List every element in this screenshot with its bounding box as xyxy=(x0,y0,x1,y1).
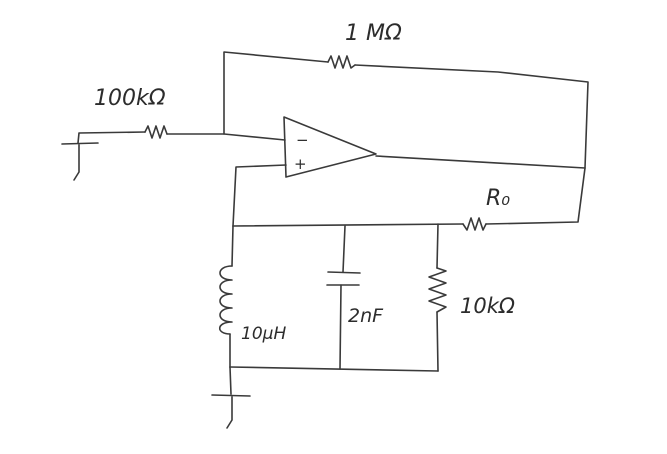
capacitor-label: 2nF xyxy=(348,305,384,327)
input-resistor-label: 100kΩ xyxy=(94,86,166,111)
opamp-inverting-symbol: − xyxy=(296,131,309,149)
tank-resistor-label: 10kΩ xyxy=(460,294,515,318)
capacitor-plates xyxy=(326,271,361,286)
inductor-wire xyxy=(229,225,234,368)
r0-resistor xyxy=(462,217,487,231)
tank-bottom-bus xyxy=(229,366,439,372)
feedback-resistor xyxy=(327,55,356,69)
opamp-noninverting-symbol: + xyxy=(294,155,307,173)
capacitor-wire xyxy=(339,225,346,370)
ground-icon xyxy=(211,366,251,429)
tank-top-bus xyxy=(232,223,464,227)
inductor-coil xyxy=(218,265,233,335)
output-wire xyxy=(375,155,586,225)
noninverting-wire xyxy=(232,164,287,227)
input-wire xyxy=(77,131,286,144)
tank-resistor-wire xyxy=(436,223,439,372)
r0-resistor-label: R₀ xyxy=(486,186,510,211)
input-resistor xyxy=(144,125,168,139)
ground-icon xyxy=(61,142,99,181)
tank-resistor xyxy=(428,267,447,313)
feedback-wire xyxy=(223,51,589,169)
opamp-triangle xyxy=(283,116,377,178)
inductor-label: 10μH xyxy=(241,324,286,344)
feedback-resistor-label: 1 MΩ xyxy=(345,21,402,46)
